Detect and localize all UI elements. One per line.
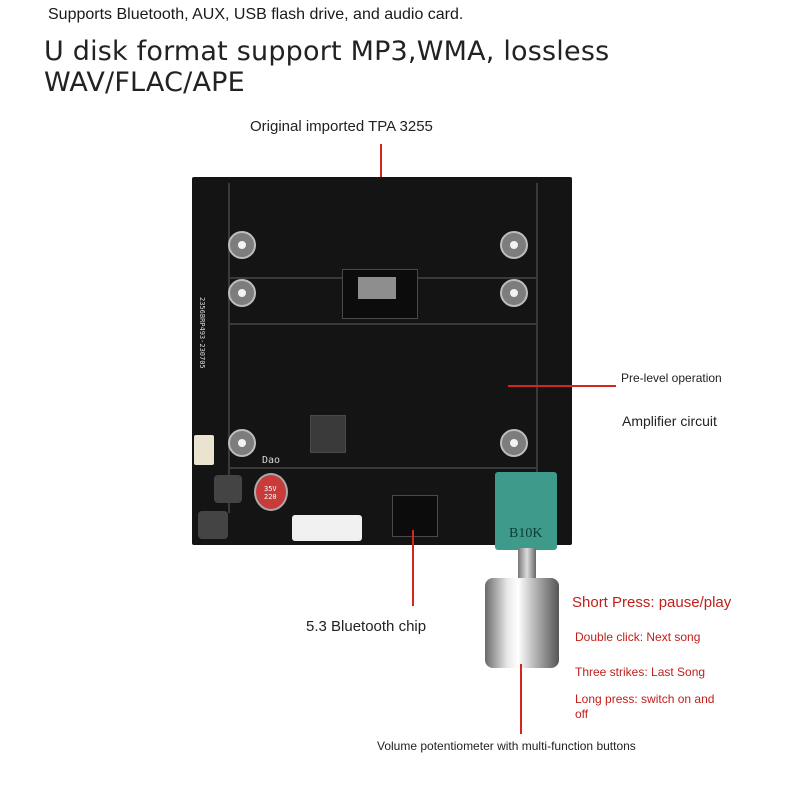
mounting-hole [500,279,528,307]
long-press-label: Long press: switch on and off [575,692,715,721]
mounting-hole [228,279,256,307]
amplifier-callout: Amplifier circuit [622,413,717,429]
mounting-hole [228,231,256,259]
capacitor: 35V 220 [254,473,288,511]
inductor [214,475,242,503]
header-line-2: U disk format support MP3,WMA, lossless … [44,36,610,98]
bluetooth-chip-callout: 5.3 Bluetooth chip [306,618,427,635]
pot-marking: B10K [509,526,543,541]
mounting-hole [500,231,528,259]
bluetooth-chip [392,495,438,537]
pre-level-pointer-line [508,385,616,387]
double-click-label: Double click: Next song [575,630,701,644]
short-press-label: Short Press: pause/play [572,594,732,611]
volume-pointer-line [520,664,522,734]
mounting-hole [500,429,528,457]
tpa-callout: Original imported TPA 3255 [250,118,433,135]
pcb-id: 2356BRP493-230705 [198,297,206,369]
regulator [310,415,346,453]
volume-knob [485,578,559,668]
bluetooth-pointer-line [412,530,414,606]
mounting-hole [228,429,256,457]
potentiometer-shaft [518,548,536,578]
power-connector [194,435,214,465]
inductor [198,511,228,539]
header-line-1: Supports Bluetooth, AUX, USB flash drive… [48,6,464,23]
bluetooth-antenna [292,515,362,541]
three-strikes-label: Three strikes: Last Song [575,665,706,679]
potentiometer-body: B10K [495,472,557,550]
pre-level-callout: Pre-level operation [621,371,722,385]
dao-tag: Dao [262,455,281,466]
volume-pot-callout: Volume potentiometer with multi-function… [377,739,636,753]
